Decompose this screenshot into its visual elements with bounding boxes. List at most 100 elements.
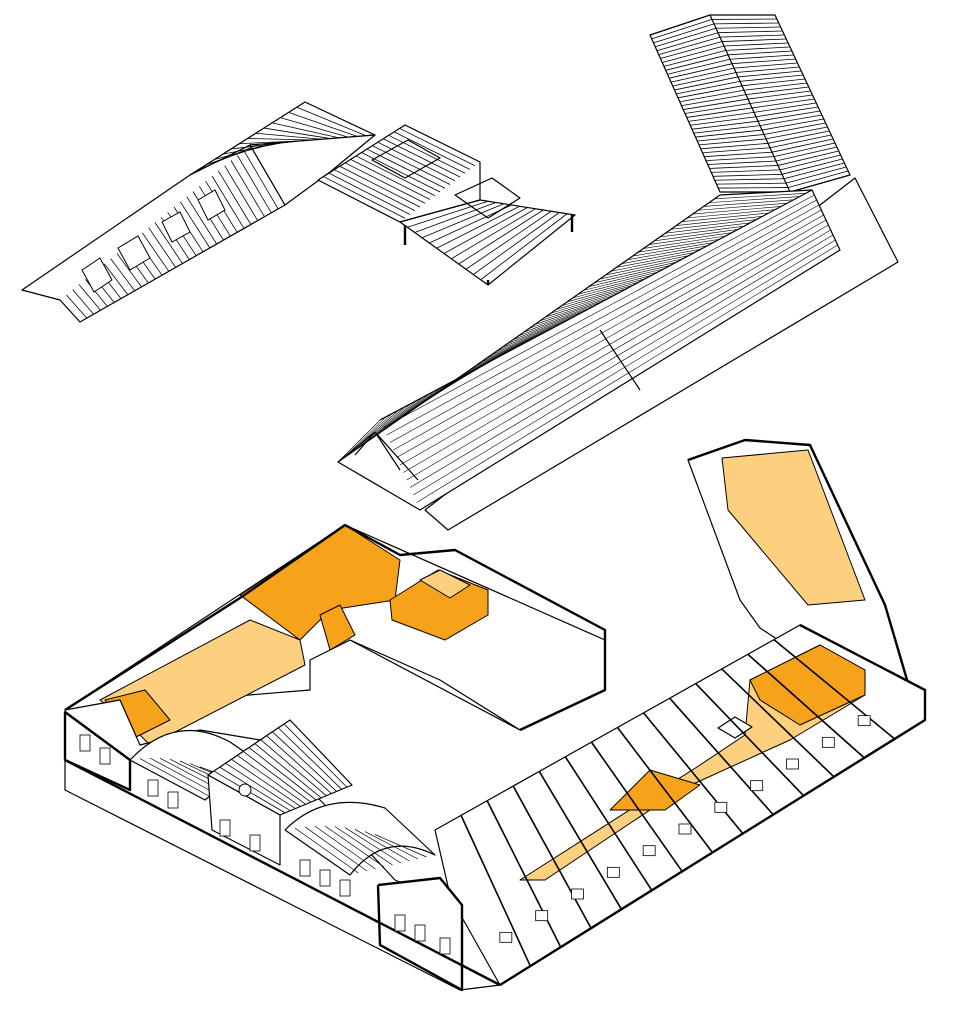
hatch-line [224, 165, 259, 221]
hatch-line [436, 205, 520, 249]
hatch-line [715, 26, 781, 29]
hatch-line [116, 253, 142, 288]
hatch-line [399, 219, 827, 466]
hatch-line [588, 268, 664, 287]
hatch-line [651, 19, 713, 40]
hatch-line [658, 36, 721, 56]
hatch-line [490, 327, 553, 356]
hatch-line [206, 143, 268, 165]
oculus [238, 783, 252, 797]
hatch-line [627, 245, 708, 261]
hatch-line [749, 94, 813, 104]
hatch-line [747, 653, 865, 759]
hatch-line [717, 30, 783, 34]
hatch-line [556, 288, 627, 310]
hatch-line [247, 138, 313, 141]
window [821, 736, 835, 748]
hatch-line [443, 207, 528, 254]
hatch-line [771, 138, 834, 153]
hatch-line [339, 165, 421, 208]
highlight-stair [319, 604, 356, 651]
truss-member [374, 431, 401, 471]
window [535, 910, 549, 922]
hatch-line [366, 148, 446, 189]
hatch-line [716, 182, 787, 185]
hatch-line [676, 215, 763, 226]
hatch-line [785, 166, 847, 184]
pavilion-lantern [371, 139, 441, 179]
hatch-line [723, 42, 789, 47]
hatch-line [729, 54, 794, 60]
window [786, 758, 799, 770]
window [750, 780, 764, 792]
window [339, 879, 351, 897]
roof-long-hall [337, 14, 899, 531]
skylight [161, 211, 191, 243]
hatch-line [296, 106, 367, 137]
hatch-line [237, 755, 306, 805]
window [678, 823, 692, 835]
hall-roof-hatching [337, 189, 838, 503]
hatch-line [783, 162, 845, 180]
hatch-line [735, 66, 800, 73]
hatch-line [272, 731, 337, 792]
left-roof-south-slope [21, 144, 286, 323]
hatch-line [670, 219, 757, 230]
south-facade-base [64, 758, 501, 987]
window [714, 801, 728, 813]
hatch-line [686, 107, 753, 118]
central-gable-hatching [213, 723, 348, 814]
hatch-line [386, 390, 436, 428]
hatch-line [695, 129, 763, 138]
hatch-line [757, 110, 821, 122]
hatch-line [773, 639, 896, 740]
hatch-line [260, 739, 327, 797]
hatch-line [479, 334, 541, 364]
hatch-line [263, 127, 331, 139]
hatch-line [698, 202, 788, 211]
hatch-line [179, 201, 211, 249]
pavilion-roof-hatching [323, 128, 568, 281]
hatch-line [721, 668, 835, 778]
hatch-line [350, 159, 431, 200]
hatch-line [709, 165, 779, 169]
hatch-line [388, 134, 466, 174]
hatch-line [328, 172, 411, 215]
hatch-line [534, 301, 603, 325]
hatch-line [767, 130, 830, 144]
hall-roof-break [599, 329, 641, 391]
hatch-line [692, 206, 782, 215]
hatch-line [72, 289, 94, 315]
hatch-line [621, 248, 701, 264]
hatch-line [230, 160, 265, 217]
pavilion-lantern [454, 177, 521, 219]
central-facade [207, 774, 281, 866]
hatch-line [702, 147, 771, 154]
north-block-outer-wall [64, 523, 607, 732]
hatch-line [354, 828, 410, 862]
hatch-line [239, 140, 304, 145]
hatch-line [219, 766, 291, 812]
hatch-line [473, 212, 560, 275]
window [499, 931, 513, 943]
window [439, 937, 451, 955]
hatch-line [383, 138, 461, 178]
hatch-line [674, 76, 739, 91]
hatch-line [222, 141, 286, 155]
hatch-line [709, 196, 800, 203]
hatch-line [713, 22, 779, 25]
truss-member [354, 431, 376, 456]
annex-roof-hatching [651, 18, 849, 189]
hatch-line [324, 825, 385, 868]
hatch-line [512, 314, 578, 341]
skylight [117, 235, 151, 271]
skylight [81, 257, 113, 293]
hatch-line [649, 232, 732, 245]
hatch-line [690, 116, 757, 126]
hatch-line [669, 697, 774, 816]
hatch-line [697, 134, 765, 142]
hatch-line [567, 281, 640, 303]
hatch-line [663, 50, 727, 67]
hatch-line [186, 196, 218, 245]
